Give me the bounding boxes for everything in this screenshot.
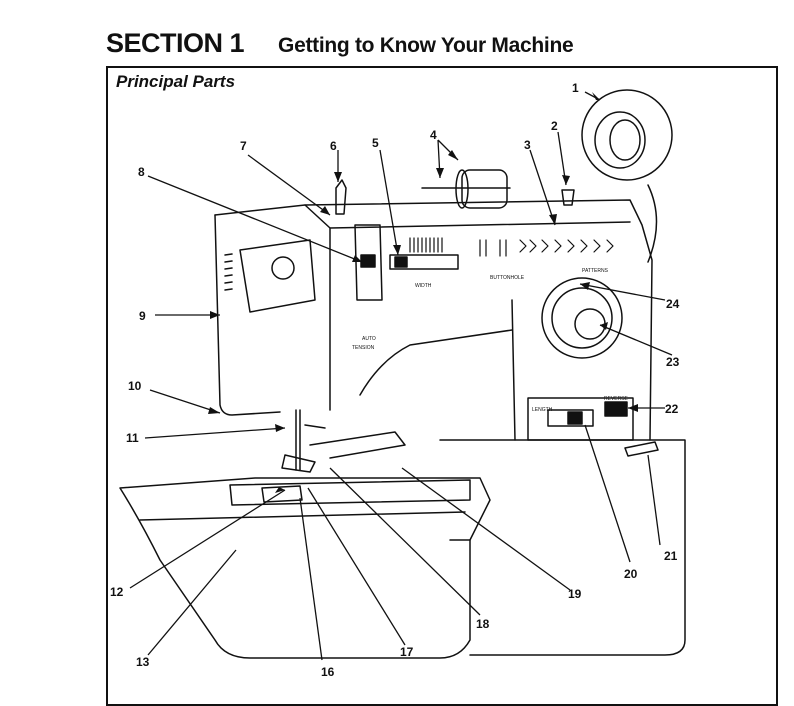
length-label: LENGTH [532,407,553,413]
machine-arm [214,199,653,441]
needle-bar [295,409,301,471]
presser-foot [281,454,316,473]
tension-dial [360,254,376,268]
sewing-machine-diagram: WIDTH BUTTONHOLE PATTERNS LENGTH REVERSE… [110,81,686,679]
callout-7: 7 [240,139,247,153]
section-number: SECTION 1 [106,28,245,58]
callout-12: 12 [110,585,124,599]
tension-label: TENSION [352,345,375,351]
callout-17: 17 [400,645,414,659]
callout-10: 10 [128,379,142,393]
thread-spool [461,169,508,209]
tension-panel [354,224,383,301]
machine-bed [119,477,491,659]
stitch-pattern-dial [541,277,623,359]
auto-label: AUTO [362,336,376,342]
page-header: SECTION 1 Getting to Know Your Machine [106,28,574,59]
callout-6: 6 [330,139,337,153]
buttonhole-label: BUTTONHOLE [490,275,525,281]
section-title: Getting to Know Your Machine [278,34,574,57]
slide-plate [309,431,406,459]
handwheel-detail [581,89,673,181]
patterns-label: PATTERNS [582,268,609,274]
callout-13: 13 [136,655,150,669]
machine-base [439,439,686,656]
callout-3: 3 [524,138,531,152]
callout-1: 1 [572,81,579,95]
end-cover-light [271,256,295,280]
callout-20: 20 [624,567,638,581]
reverse-label: REVERSE [604,396,629,402]
callout-2: 2 [551,119,558,133]
stitch-length-panel [527,397,634,441]
callout-21: 21 [664,549,678,563]
callout-8: 8 [138,165,145,179]
thread-guide [335,179,347,215]
face-plate [239,239,316,313]
width-selector [389,254,459,270]
callout-24: 24 [666,297,680,311]
needle-plate [229,479,471,506]
callout-18: 18 [476,617,490,631]
width-label: WIDTH [415,283,432,289]
power-switch [624,441,659,457]
callout-23: 23 [666,355,680,369]
callout-19: 19 [568,587,582,601]
callout-11: 11 [126,431,139,445]
panel-title: Principal Parts [116,72,236,91]
callout-5: 5 [372,136,379,150]
callout-16: 16 [321,665,335,679]
stitch-length-lever [567,411,583,425]
reverse-button [604,401,628,417]
bobbin-winder [561,189,575,206]
callout-22: 22 [665,402,679,416]
callout-9: 9 [139,309,146,323]
callout-4: 4 [430,128,437,142]
